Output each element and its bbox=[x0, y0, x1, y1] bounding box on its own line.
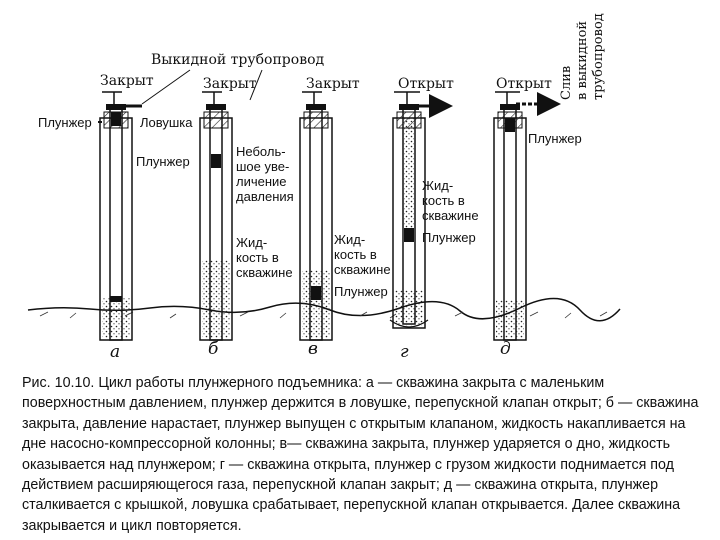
caption-text: Цикл работы плунжерного подъемника: а — … bbox=[22, 375, 699, 534]
svg-text:Слив: Слив bbox=[559, 66, 574, 100]
svg-text:скважине: скважине bbox=[334, 262, 391, 277]
well-b bbox=[199, 91, 233, 341]
svg-text:Жид-: Жид- bbox=[236, 235, 267, 250]
svg-text:Жид-: Жид- bbox=[422, 178, 453, 193]
plunger-label-g: Плунжер bbox=[422, 230, 476, 245]
well-letter-a: а bbox=[110, 342, 120, 362]
svg-text:скважине: скважине bbox=[422, 208, 479, 223]
ground-line bbox=[27, 297, 621, 322]
trap-label: Ловушка bbox=[140, 115, 193, 130]
figure-number: Рис. 10.10. bbox=[22, 375, 95, 391]
status-label-a: Закрыт bbox=[100, 73, 154, 89]
plunger-label-v: Плунжер bbox=[334, 284, 388, 299]
svg-text:шое уве-: шое уве- bbox=[236, 159, 289, 174]
svg-text:скважине: скважине bbox=[236, 265, 293, 280]
status-label-b: Закрыт bbox=[203, 76, 257, 92]
svg-text:кость в: кость в bbox=[236, 250, 279, 265]
fluid-label-b: Жид- кость в скважине bbox=[236, 235, 293, 280]
well-d bbox=[493, 91, 561, 341]
fluid-label-g: Жид- кость в скважине bbox=[422, 178, 479, 223]
plunger-label-a: Плунжер bbox=[38, 115, 92, 130]
plunger-rising bbox=[404, 228, 414, 242]
plunger-at-top bbox=[505, 118, 515, 132]
well-g bbox=[389, 91, 453, 329]
plunger-falling bbox=[211, 154, 221, 168]
well-letter-g: г bbox=[400, 342, 409, 362]
status-label-d: Открыт bbox=[496, 76, 552, 92]
svg-text:трубопровод: трубопровод bbox=[591, 13, 606, 100]
well-letter-b: б bbox=[208, 339, 219, 359]
pressure-increase-label: Неболь- шое уве- личение давления bbox=[236, 144, 294, 204]
drain-label: Слив в выкидной трубопровод bbox=[559, 13, 606, 100]
svg-text:в выкидной: в выкидной bbox=[575, 21, 590, 100]
well-a bbox=[98, 91, 142, 341]
svg-text:Неболь-: Неболь- bbox=[236, 144, 286, 159]
fluid-label-v: Жид- кость в скважине bbox=[334, 232, 391, 277]
status-label-v: Закрыт bbox=[306, 76, 360, 92]
discharge-pipeline-label: Выкидной трубопровод bbox=[151, 52, 325, 68]
well-v bbox=[299, 91, 333, 341]
plunger-label-d: Плунжер bbox=[528, 131, 582, 146]
svg-text:кость в: кость в bbox=[422, 193, 465, 208]
svg-text:давления: давления bbox=[236, 189, 294, 204]
well-letter-d: д bbox=[500, 339, 511, 359]
plunger-in-trap bbox=[111, 112, 121, 126]
status-label-g: Открыт bbox=[398, 76, 454, 92]
svg-text:личение: личение bbox=[236, 174, 287, 189]
well-letter-v: в bbox=[308, 339, 318, 359]
plunger-label-b: Плунжер bbox=[136, 154, 190, 169]
svg-text:кость в: кость в bbox=[334, 247, 377, 262]
svg-text:Жид-: Жид- bbox=[334, 232, 365, 247]
plunger-lift-cycle-diagram: Выкидной трубопровод Слив в выкидной тру… bbox=[27, 13, 621, 362]
plunger-at-bottom bbox=[311, 286, 321, 300]
figure-caption: Рис. 10.10. Цикл работы плунжерного подъ… bbox=[22, 373, 702, 540]
